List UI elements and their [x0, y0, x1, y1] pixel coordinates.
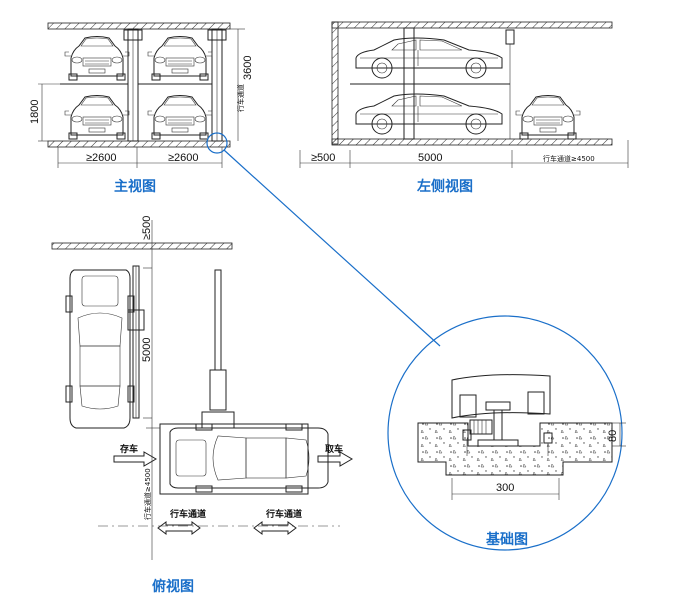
dim-300: 300 [496, 482, 514, 494]
take-label: 取车 [325, 443, 343, 455]
top-view: ≥500 5000 存车 取车 行车通道≥4500 行车通道 行车通道 俯视图 [51, 216, 353, 595]
top-view-title: 俯视图 [152, 578, 194, 595]
front-view: 3600 行车通道 1800 ≥2600 ≥2600 主视图 [29, 22, 254, 195]
detail-marker [206, 132, 228, 154]
dim-3600: 3600 [242, 56, 254, 80]
foundation-title: 基础图 [486, 531, 528, 548]
top-dim-lane: 行车通道≥4500 [143, 468, 152, 520]
lane-arrow-2 [253, 521, 297, 535]
lane-label-1: 行车通道 [169, 508, 206, 520]
dim-length: 5000 [418, 152, 442, 164]
dim-width-1: ≥2600 [86, 152, 117, 164]
lane-label-2: 行车通道 [265, 508, 302, 520]
left-view: ≥500 5000 行车通道≥4500 左侧视图 [299, 21, 629, 195]
dim-lane: 行车通道≥4500 [543, 154, 595, 163]
dim-front-clear: ≥500 [311, 152, 335, 164]
dim-top: ≥500 [141, 216, 153, 240]
store-arrow [113, 451, 157, 467]
dim-80: 80 [607, 430, 619, 442]
detail-leader [223, 149, 441, 347]
store-label: 存车 [120, 443, 138, 455]
post-label: 行车通道 [236, 84, 245, 112]
left-view-title: 左侧视图 [416, 178, 473, 195]
lane-arrow-1 [157, 521, 201, 535]
dim-1800: 1800 [29, 100, 41, 124]
dim-top-length: 5000 [141, 338, 153, 362]
dim-width-2: ≥2600 [168, 152, 199, 164]
take-arrow [317, 451, 353, 467]
front-view-title: 主视图 [114, 178, 156, 195]
foundation-view: 300 80 基础图 [387, 315, 626, 551]
